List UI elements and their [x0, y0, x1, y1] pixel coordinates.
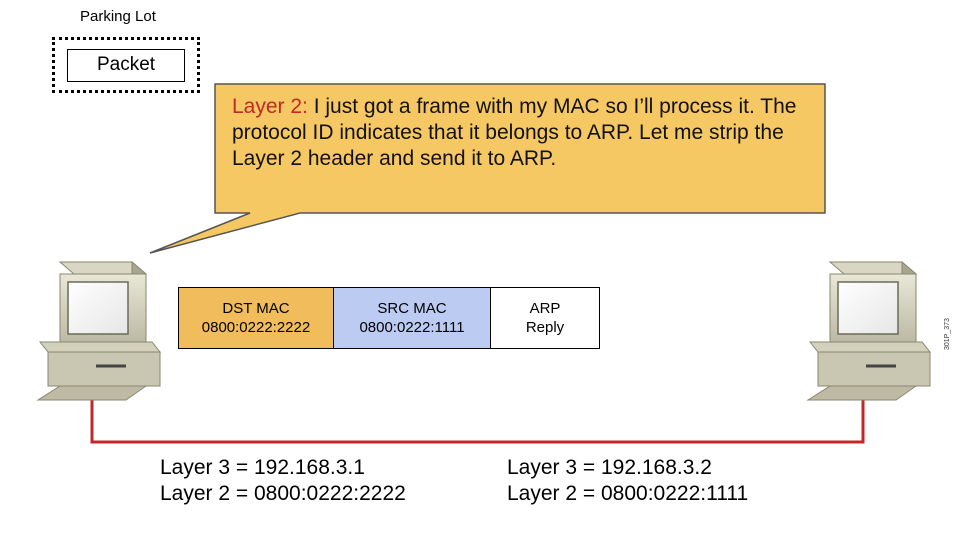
- right-host-addresses: Layer 3 = 192.168.3.2 Layer 2 = 0800:022…: [507, 455, 748, 507]
- src-mac-value: 0800:0222:1111: [359, 319, 465, 336]
- frame-src-mac: SRC MAC 0800:0222:1111: [334, 288, 491, 348]
- dst-mac-value: 0800:0222:2222: [201, 319, 311, 336]
- ethernet-frame: DST MAC 0800:0222:2222 SRC MAC 0800:0222…: [178, 287, 600, 349]
- callout-lead: Layer 2:: [232, 95, 308, 118]
- right-layer3: Layer 3 = 192.168.3.2: [507, 456, 712, 479]
- packet-box: Packet: [67, 49, 185, 82]
- left-layer2: Layer 2 = 0800:0222:2222: [160, 482, 406, 505]
- right-computer-icon: [806, 260, 932, 401]
- callout-body: I just got a frame with my MAC so I’ll p…: [232, 95, 797, 170]
- payload-value: Reply: [525, 319, 565, 336]
- payload-title: ARP: [529, 300, 561, 317]
- dst-mac-title: DST MAC: [222, 300, 290, 317]
- frame-payload: ARP Reply: [491, 288, 599, 348]
- network-link: [90, 393, 865, 444]
- left-layer3: Layer 3 = 192.168.3.1: [160, 456, 365, 479]
- frame-dst-mac: DST MAC 0800:0222:2222: [179, 288, 334, 348]
- parking-lot-box: [52, 37, 200, 93]
- src-mac-title: SRC MAC: [377, 300, 447, 317]
- right-layer2: Layer 2 = 0800:0222:1111: [507, 482, 749, 505]
- figure-code: 301P_373: [944, 318, 951, 350]
- speech-callout: [149, 83, 826, 254]
- callout-text: Layer 2: I just got a frame with my MAC …: [232, 94, 817, 172]
- left-computer-icon: [36, 260, 162, 401]
- left-host-addresses: Layer 3 = 192.168.3.1 Layer 2 = 0800:022…: [160, 455, 406, 507]
- parking-lot-label: Parking Lot: [80, 8, 156, 25]
